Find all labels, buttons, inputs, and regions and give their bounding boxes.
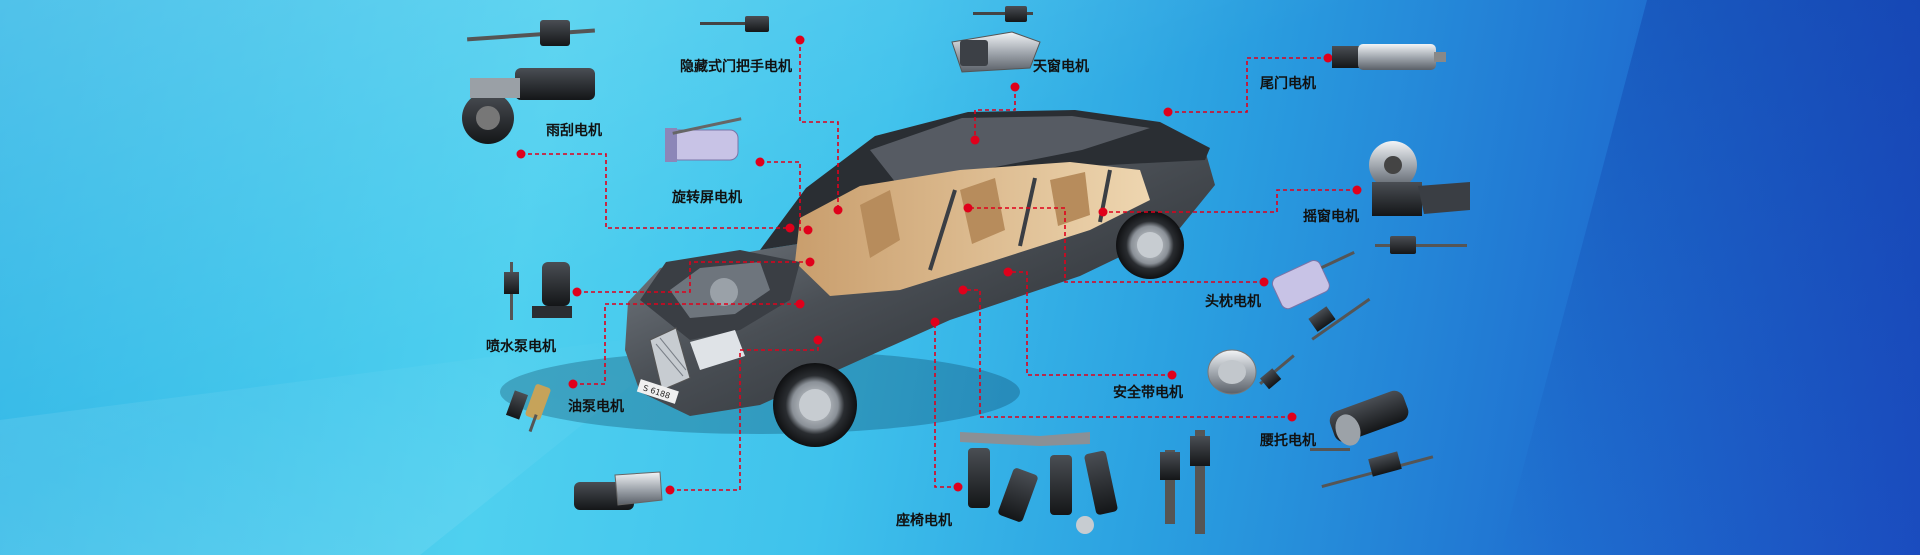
leader-line-seatbelt <box>1008 271 1172 376</box>
label-seatbelt-motor: 安全带电机 <box>1113 385 1183 401</box>
label-sunroof-motor: 天窗电机 <box>1033 59 1089 75</box>
lumbar-motor-image <box>1310 390 1434 488</box>
rotating-screen-motor-image <box>665 117 742 162</box>
headrest-motor-image <box>1271 251 1371 341</box>
leader-lines <box>521 40 1357 491</box>
leader-line-sunroof <box>974 87 1016 140</box>
car-illustration: S 6188 <box>500 110 1215 447</box>
leader-dots <box>516 35 1362 495</box>
label-washer-pump-motor: 喷水泵电机 <box>486 339 556 355</box>
leader-line-headrest <box>968 207 1264 283</box>
label-wiper-motor: 雨刮电机 <box>546 123 602 139</box>
leader-line-seat <box>934 322 958 488</box>
label-rotating-screen-motor: 旋转屏电机 <box>672 190 742 206</box>
seat-motor-image <box>960 430 1210 534</box>
label-window-lift-motor: 摇窗电机 <box>1303 209 1359 225</box>
label-seat-motor: 座椅电机 <box>896 513 952 529</box>
leader-line-door-handle <box>799 40 839 210</box>
tailgate-motor-image <box>1332 44 1446 70</box>
window-lift-motor-image <box>1369 141 1470 254</box>
leader-line-washer-pump <box>577 261 810 293</box>
label-door-handle-motor: 隐藏式门把手电机 <box>680 59 792 75</box>
leader-line-wiper <box>521 153 790 229</box>
seatbelt-motor-image <box>1207 349 1295 395</box>
leader-line-fuel-pump <box>573 303 800 385</box>
sunroof-motor-image <box>951 6 1041 73</box>
label-tailgate-motor: 尾门电机 <box>1260 76 1316 92</box>
washer-pump-motor-image <box>504 262 572 320</box>
leader-line-lumbar <box>963 289 1292 418</box>
door-handle-motor-image <box>700 16 769 32</box>
label-fuel-pump-motor: 油泵电机 <box>568 399 624 415</box>
leader-line-window-lift <box>1103 189 1357 213</box>
leader-line-bottom <box>670 340 819 491</box>
wiper-motor-image <box>462 20 595 144</box>
leader-line-tailgate <box>1168 57 1328 113</box>
fuel-pump-motor-image <box>505 384 551 433</box>
gear-motor-image <box>574 471 663 510</box>
label-headrest-motor: 头枕电机 <box>1205 294 1261 310</box>
label-lumbar-motor: 腰托电机 <box>1260 433 1316 449</box>
